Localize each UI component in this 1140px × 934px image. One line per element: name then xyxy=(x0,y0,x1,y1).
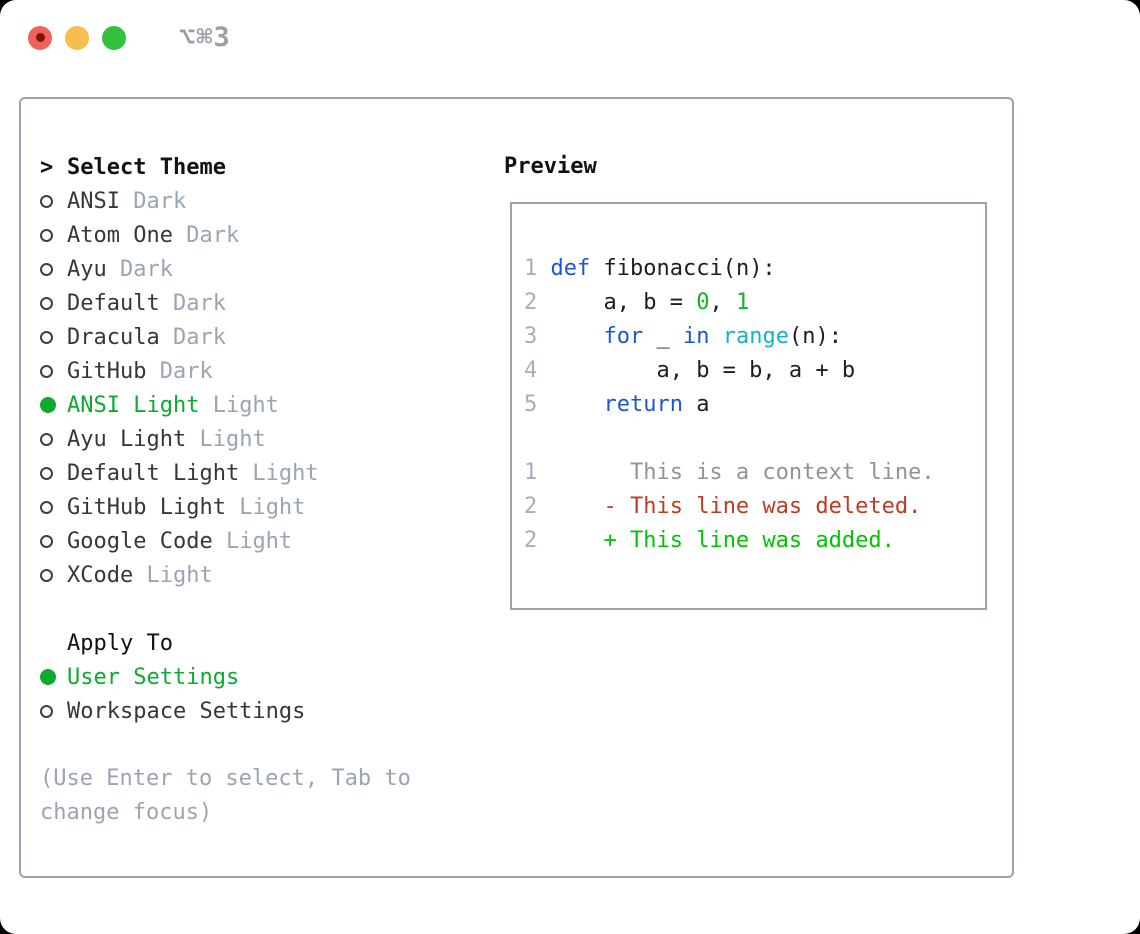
theme-variant-tag: Dark xyxy=(172,222,240,248)
theme-variant-tag: Dark xyxy=(106,256,173,282)
theme-variant-tag: Dark xyxy=(146,358,213,384)
theme-option-ayu[interactable]: Ayu Dark xyxy=(21,252,491,286)
radio-unselected-icon xyxy=(40,568,53,582)
apply-to-title: Apply To xyxy=(67,630,173,656)
theme-variant-tag: Dark xyxy=(159,290,226,316)
apply-option-workspace-settings[interactable]: Workspace Settings xyxy=(21,694,491,728)
apply-option-user-settings[interactable]: User Settings xyxy=(21,660,491,694)
theme-variant-tag: Light xyxy=(186,426,266,452)
theme-option-atom-one[interactable]: Atom One Dark xyxy=(21,218,491,252)
theme-option-github-light[interactable]: GitHub Light Light xyxy=(21,490,491,524)
code-line: 2 - This line was deleted. xyxy=(524,494,922,519)
theme-variant-tag: Light xyxy=(225,494,306,520)
theme-name: Ayu Light xyxy=(67,426,187,452)
theme-name: Dracula xyxy=(67,324,160,350)
zoom-button[interactable] xyxy=(102,25,126,50)
theme-option-ansi[interactable]: ANSI Dark xyxy=(21,184,491,218)
theme-option-dracula[interactable]: Dracula Dark xyxy=(21,320,491,354)
preview-title: Preview xyxy=(504,154,597,179)
select-theme-header: > Select Theme xyxy=(21,150,491,184)
code-line xyxy=(524,422,975,456)
theme-option-default[interactable]: Default Dark xyxy=(21,286,491,320)
minimize-button[interactable] xyxy=(65,25,89,50)
radio-unselected-icon xyxy=(40,330,53,344)
theme-name: Ayu xyxy=(67,256,107,282)
theme-name: Atom One xyxy=(67,222,173,248)
theme-variant-tag: Light xyxy=(212,528,293,554)
close-button[interactable] xyxy=(28,25,52,50)
radio-selected-icon xyxy=(40,669,56,685)
code-line: 4 a, b = b, a + b xyxy=(524,358,856,383)
radio-unselected-icon xyxy=(40,500,53,514)
select-theme-title: Select Theme xyxy=(67,154,226,180)
theme-name: Default Light xyxy=(67,460,240,486)
radio-unselected-icon xyxy=(40,432,53,446)
apply-option-label: User Settings xyxy=(67,664,240,690)
theme-name: Default xyxy=(67,290,160,316)
theme-name: GitHub Light xyxy=(67,494,226,520)
theme-variant-tag: Light xyxy=(199,392,279,418)
theme-option-github[interactable]: GitHub Dark xyxy=(21,354,491,388)
radio-unselected-icon xyxy=(40,262,53,276)
radio-unselected-icon xyxy=(40,296,53,310)
theme-variant-tag: Light xyxy=(133,562,213,588)
radio-unselected-icon xyxy=(40,704,53,718)
theme-name: ANSI xyxy=(67,188,120,214)
radio-unselected-icon xyxy=(40,364,53,378)
apply-to-header: Apply To xyxy=(21,626,491,660)
radio-unselected-icon xyxy=(40,228,53,242)
code-line: 1 def fibonacci(n): xyxy=(524,256,776,281)
code-line: 1 This is a context line. xyxy=(524,460,935,485)
code-line: 2 a, b = 0, 1 xyxy=(524,290,750,315)
help-text: (Use Enter to select, Tab to change focu… xyxy=(40,766,411,825)
theme-variant-tag: Dark xyxy=(159,324,226,350)
apply-option-label: Workspace Settings xyxy=(67,698,306,724)
preview-code-box: 1 def fibonacci(n): 2 a, b = 0, 1 3 for _ … xyxy=(510,202,987,610)
theme-option-google-code[interactable]: Google Code Light xyxy=(21,524,491,558)
preview-column: Preview xyxy=(504,150,597,184)
theme-option-ayu-light[interactable]: Ayu Light Light xyxy=(21,422,491,456)
theme-name: ANSI Light xyxy=(67,392,200,418)
radio-unselected-icon xyxy=(40,466,53,480)
theme-option-default-light[interactable]: Default Light Light xyxy=(21,456,491,490)
theme-variant-tag: Dark xyxy=(119,188,187,214)
radio-selected-icon xyxy=(40,397,56,413)
window-shortcut-label: ⌥⌘3 xyxy=(179,22,231,53)
close-dot-icon xyxy=(35,33,45,42)
theme-variant-tag: Light xyxy=(239,460,319,486)
theme-name: GitHub xyxy=(67,358,147,384)
titlebar: ⌥⌘3 xyxy=(0,0,1140,75)
theme-name: XCode xyxy=(67,562,134,588)
code-line: 5 return a xyxy=(524,392,710,417)
cursor-caret-icon: > xyxy=(40,154,54,180)
code-line: 3 for _ in range(n): xyxy=(524,324,842,349)
radio-unselected-icon xyxy=(40,534,53,548)
theme-option-xcode[interactable]: XCode Light xyxy=(21,558,491,592)
theme-name: Google Code xyxy=(67,528,213,554)
theme-option-ansi-light[interactable]: ANSI Light Light xyxy=(21,388,491,422)
code-line: 2 + This line was added. xyxy=(524,528,895,553)
radio-unselected-icon xyxy=(40,194,53,208)
